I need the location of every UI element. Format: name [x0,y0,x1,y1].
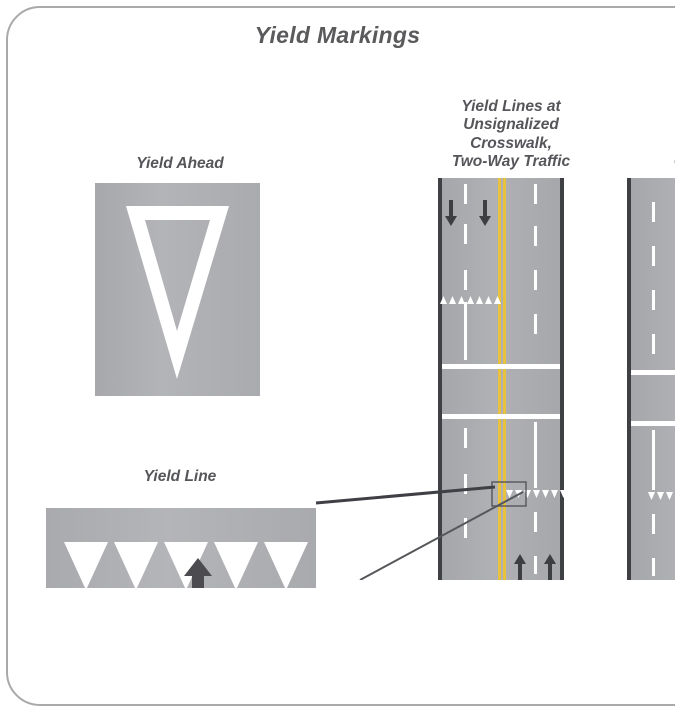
road-edge-right [560,178,564,580]
crosswalk-bar-upper [442,364,560,369]
section-label-two-way: Yield Lines at Unsignalized Crosswalk, T… [451,98,571,170]
section-label-yield-ahead: Yield Ahead [136,155,224,172]
yield-ahead-pavement-panel [95,183,260,396]
crosswalk-bar-upper [631,370,675,375]
yield-line-pavement-panel [46,508,316,588]
lane-extension-solid-upper [464,302,467,360]
traffic-arrows-downward [445,200,491,226]
pavement-surface [627,178,675,580]
lane-line-dashed-right-upper [534,184,537,334]
lane-line-dashed-left-lower [464,428,467,538]
yield-line-triangles-upper [432,296,501,304]
road-edge-left [438,178,442,580]
lane-line-dashed-lower [652,514,655,576]
lane-line-dashed-left-upper [464,184,467,290]
road-edge-left [627,178,631,580]
lane-extension-solid-lower [534,422,537,488]
crosswalk-bar-lower [442,414,560,419]
section-label-yield-line: Yield Line [143,468,217,485]
yield-ahead-triangle-marking [126,206,229,379]
yield-line-triangles [64,542,308,588]
crosswalk-bar-lower [631,421,675,426]
road-diagram-two-way [432,178,570,580]
yield-line-direction-arrow [184,558,212,588]
road-diagram-one-way [622,178,675,580]
yield-line-triangles [648,492,673,500]
section-label-one-way: Yield L Unsign Cross One-Wa [608,98,675,171]
lane-line-dashed-upper [652,202,655,354]
page-title: Yield Markings [254,22,421,48]
lane-extension-solid [652,430,655,490]
lane-line-dashed-right-lower [534,512,537,574]
center-line-double-yellow [498,178,506,580]
